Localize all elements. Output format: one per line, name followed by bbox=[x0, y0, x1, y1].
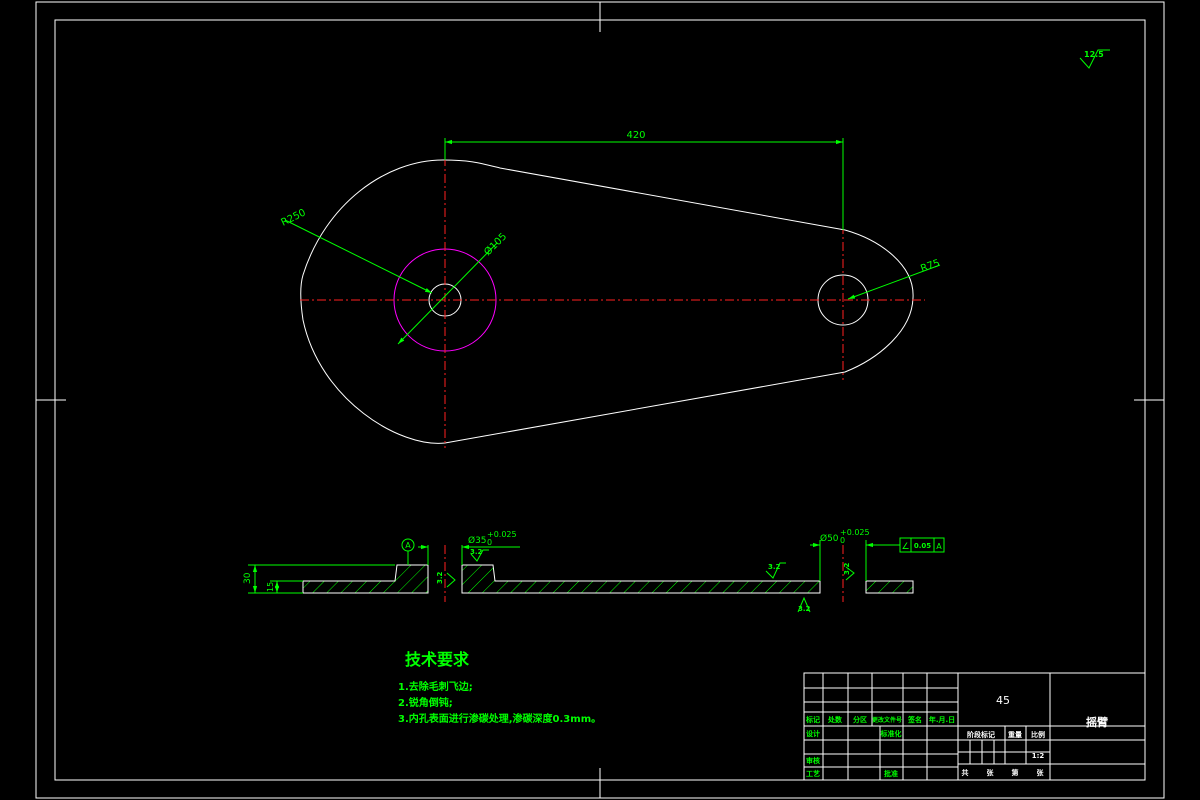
roughness-bottom: 3.2 bbox=[797, 596, 811, 613]
svg-text:0: 0 bbox=[840, 536, 845, 545]
tb-part-name: 摇臂 bbox=[1086, 715, 1108, 729]
svg-text:3.2: 3.2 bbox=[436, 571, 444, 584]
svg-text:比例: 比例 bbox=[1031, 730, 1045, 739]
svg-text:3.2: 3.2 bbox=[798, 605, 811, 613]
svg-text:张: 张 bbox=[987, 768, 995, 777]
svg-text:1:2: 1:2 bbox=[1032, 752, 1045, 760]
notes-title: 技术要求 bbox=[405, 650, 470, 669]
note-2: 2.锐角倒钝; bbox=[398, 696, 453, 709]
general-roughness-symbol: 12.5 bbox=[1079, 49, 1110, 69]
boss-dia-label: Ø105 bbox=[482, 231, 510, 259]
top-view: 420 R250 Ø105 R75 bbox=[279, 130, 942, 448]
section-hatch-end bbox=[865, 580, 914, 594]
svg-text:签名: 签名 bbox=[907, 715, 922, 724]
side-thickness-label: 15 bbox=[266, 582, 275, 592]
svg-text:年.月.日: 年.月.日 bbox=[929, 715, 955, 724]
tb-material: 45 bbox=[996, 694, 1010, 707]
side-height-label: 30 bbox=[243, 572, 253, 584]
svg-text:张: 张 bbox=[1037, 768, 1045, 777]
svg-text:+0.025: +0.025 bbox=[487, 530, 517, 539]
small-hole-dia-label: Ø35 bbox=[468, 535, 487, 546]
svg-text:标记: 标记 bbox=[805, 715, 820, 724]
svg-text:3.2: 3.2 bbox=[768, 563, 781, 571]
svg-text:3.2: 3.2 bbox=[843, 562, 851, 575]
large-hole-dia-label: Ø50 bbox=[820, 533, 839, 544]
svg-text:批准: 批准 bbox=[884, 769, 898, 778]
roughness-hole-right: 3.2 bbox=[843, 562, 855, 581]
small-arc-label: R75 bbox=[919, 258, 941, 275]
svg-text:+0.025: +0.025 bbox=[840, 528, 870, 537]
drawing-frame bbox=[54, 19, 1146, 781]
svg-text:A: A bbox=[405, 541, 411, 550]
svg-text:3.2: 3.2 bbox=[470, 548, 483, 556]
svg-text:处数: 处数 bbox=[827, 715, 843, 724]
large-arc-label: R250 bbox=[279, 207, 307, 228]
svg-text:分区: 分区 bbox=[853, 715, 867, 724]
svg-text:第: 第 bbox=[1012, 768, 1019, 777]
sheet-border bbox=[35, 1, 1165, 799]
section-hatch-body bbox=[302, 564, 429, 594]
note-1: 1.去除毛刺飞边; bbox=[398, 680, 473, 693]
svg-text:A: A bbox=[936, 542, 942, 551]
title-block: 45 摇臂 标记 处数 分区 更改文件号 签名 年.月.日 设计 标准化 审核 … bbox=[803, 672, 1146, 781]
svg-text:审核: 审核 bbox=[806, 756, 820, 765]
center-distance-label: 420 bbox=[626, 130, 645, 141]
svg-text:0: 0 bbox=[487, 538, 492, 547]
geometric-tolerance-frame: ∠ 0.05 A bbox=[899, 537, 945, 553]
roughness-mid: 3.2 bbox=[765, 562, 786, 579]
svg-text:设计: 设计 bbox=[806, 729, 820, 738]
section-view: 30 15 Ø35 +0.025 0 A 3.2 3.2 3.2 3. bbox=[243, 528, 945, 613]
centering-marks bbox=[36, 2, 1164, 798]
datum-a: A bbox=[401, 538, 415, 565]
section-hatch-boss-right bbox=[461, 564, 821, 594]
svg-text:标准化: 标准化 bbox=[880, 729, 902, 738]
svg-text:阶段标记: 阶段标记 bbox=[967, 730, 995, 739]
svg-text:∠: ∠ bbox=[901, 542, 909, 552]
svg-text:0.05: 0.05 bbox=[914, 542, 931, 550]
technical-notes: 技术要求 1.去除毛刺飞边; 2.锐角倒钝; 3.内孔表面进行渗碳处理,渗碳深度… bbox=[398, 650, 601, 725]
roughness-hole-left: 3.2 bbox=[436, 571, 456, 588]
note-3: 3.内孔表面进行渗碳处理,渗碳深度0.3mm。 bbox=[398, 712, 601, 725]
svg-text:更改文件号: 更改文件号 bbox=[872, 716, 902, 724]
svg-text:工艺: 工艺 bbox=[806, 769, 820, 778]
roughness-top-left: 3.2 bbox=[470, 548, 489, 562]
rocker-arm-outline bbox=[300, 159, 914, 444]
svg-text:重量: 重量 bbox=[1008, 730, 1022, 739]
svg-text:12.5: 12.5 bbox=[1084, 50, 1104, 59]
svg-text:共: 共 bbox=[962, 768, 969, 777]
